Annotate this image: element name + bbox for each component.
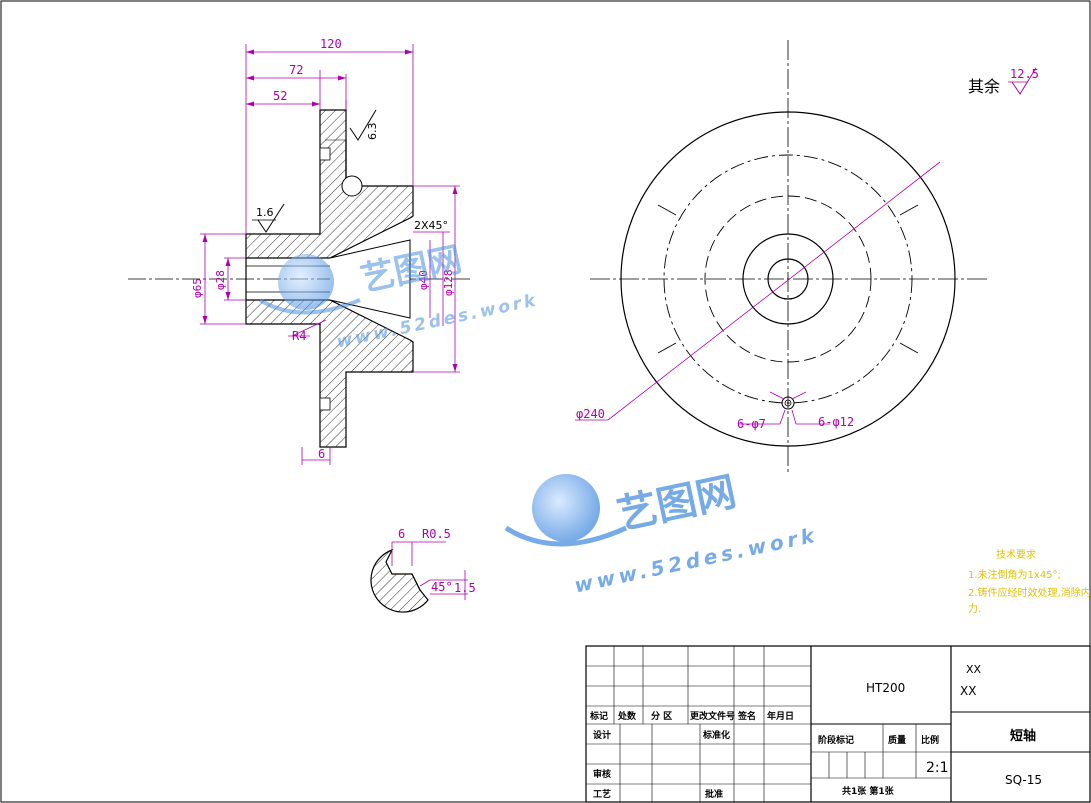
watermark-globe-icon <box>278 254 334 310</box>
tb-header-date: 年月日 <box>767 710 794 722</box>
remaining-finish: 其余 12.5 <box>968 67 1039 96</box>
title-block <box>585 645 1091 803</box>
tb-header-sign: 签名 <box>737 710 756 722</box>
technical-notes: 技术要求 1.未注倒角为1x45°; 2.铸件应经时效处理,消除内应 力. <box>968 548 1091 615</box>
groove-circle <box>341 175 363 197</box>
tb-process: 工艺 <box>593 788 611 800</box>
groove-detail <box>370 548 429 613</box>
tb-review: 审核 <box>593 768 611 780</box>
title-block-text: 标记 处数 分 区 更改文件号 签名 年月日 设计 标准化 审核 工艺 批准 阶… <box>589 663 1042 800</box>
remaining-value: 12.5 <box>1010 67 1039 81</box>
end-view-dimensions <box>575 161 941 425</box>
watermark-globe-icon-2 <box>532 474 600 542</box>
dim-6-thickness: 6 <box>318 447 325 461</box>
dim-detail-r05: R0.5 <box>422 527 451 541</box>
dim-phi65: φ65 <box>191 278 204 298</box>
dim-phi240: φ240 <box>576 407 605 421</box>
watermark-brand-2: 艺图网 <box>613 469 740 539</box>
surface-finish-1-6: 1.6 <box>256 206 274 219</box>
dim-phi28: φ28 <box>214 270 227 290</box>
dim-phi128: φ128 <box>442 270 455 297</box>
bolt-hole <box>781 396 795 410</box>
tb-scale-label: 比例 <box>921 734 939 746</box>
bolt-circle <box>663 154 913 404</box>
dim-6-phi7: 6-φ7 <box>737 417 766 431</box>
dim-52: 52 <box>273 89 287 103</box>
tb-design: 设计 <box>593 729 611 741</box>
notes-line-1: 1.未注倒角为1x45°; <box>968 568 1061 581</box>
outer-circle <box>620 111 956 447</box>
tb-company-1: XX <box>966 663 982 676</box>
tb-sheets: 共1张 第1张 <box>842 785 895 797</box>
tb-drawing-number: SQ-15 <box>1005 773 1042 787</box>
dim-r4: R4 <box>292 329 306 343</box>
section-dimensions <box>200 44 460 465</box>
dim-detail-1-5: 1.5 <box>454 581 476 595</box>
section-body-upper <box>245 109 414 259</box>
watermark-2: 艺图网 www.52des.work <box>504 469 820 598</box>
tb-part-name: 短轴 <box>1010 728 1036 744</box>
tb-header-doc: 更改文件号 <box>690 710 735 722</box>
section-view: 6.3 1.6 <box>128 109 470 448</box>
dim-detail-6: 6 <box>398 527 405 541</box>
tb-weight: 质量 <box>888 734 906 746</box>
end-view <box>590 40 990 475</box>
tb-scale-value: 2:1 <box>926 760 949 776</box>
bore-circle <box>767 258 809 300</box>
dim-chamfer: 2X45° <box>414 219 448 232</box>
tb-header-mark: 标记 <box>589 710 608 722</box>
tb-stage-mark: 阶段标记 <box>818 734 854 746</box>
section-body-lower <box>245 299 414 448</box>
tb-standardize: 标准化 <box>702 729 730 741</box>
dim-72: 72 <box>289 63 303 77</box>
tb-header-count: 处数 <box>617 710 637 722</box>
dim-phi40: φ40 <box>417 270 430 290</box>
notes-line-2: 2.铸件应经时效处理,消除内应 <box>968 586 1091 599</box>
notes-line-3: 力. <box>968 602 981 615</box>
notes-title: 技术要求 <box>996 548 1036 561</box>
dim-detail-45: 45° <box>431 580 453 594</box>
boss-circle <box>742 233 834 325</box>
remaining-label: 其余 <box>968 77 1000 96</box>
tb-material: HT200 <box>866 681 905 695</box>
dim-120: 120 <box>320 37 342 51</box>
tb-company-2: XX <box>960 684 976 698</box>
surface-finish-6-3: 6.3 <box>366 123 379 141</box>
dim-6-phi12: 6-φ12 <box>818 415 854 429</box>
tb-approve: 批准 <box>705 788 723 800</box>
tb-header-zone: 分 区 <box>651 710 672 722</box>
arrowheads-section <box>202 49 458 372</box>
hub-circle <box>704 195 872 363</box>
